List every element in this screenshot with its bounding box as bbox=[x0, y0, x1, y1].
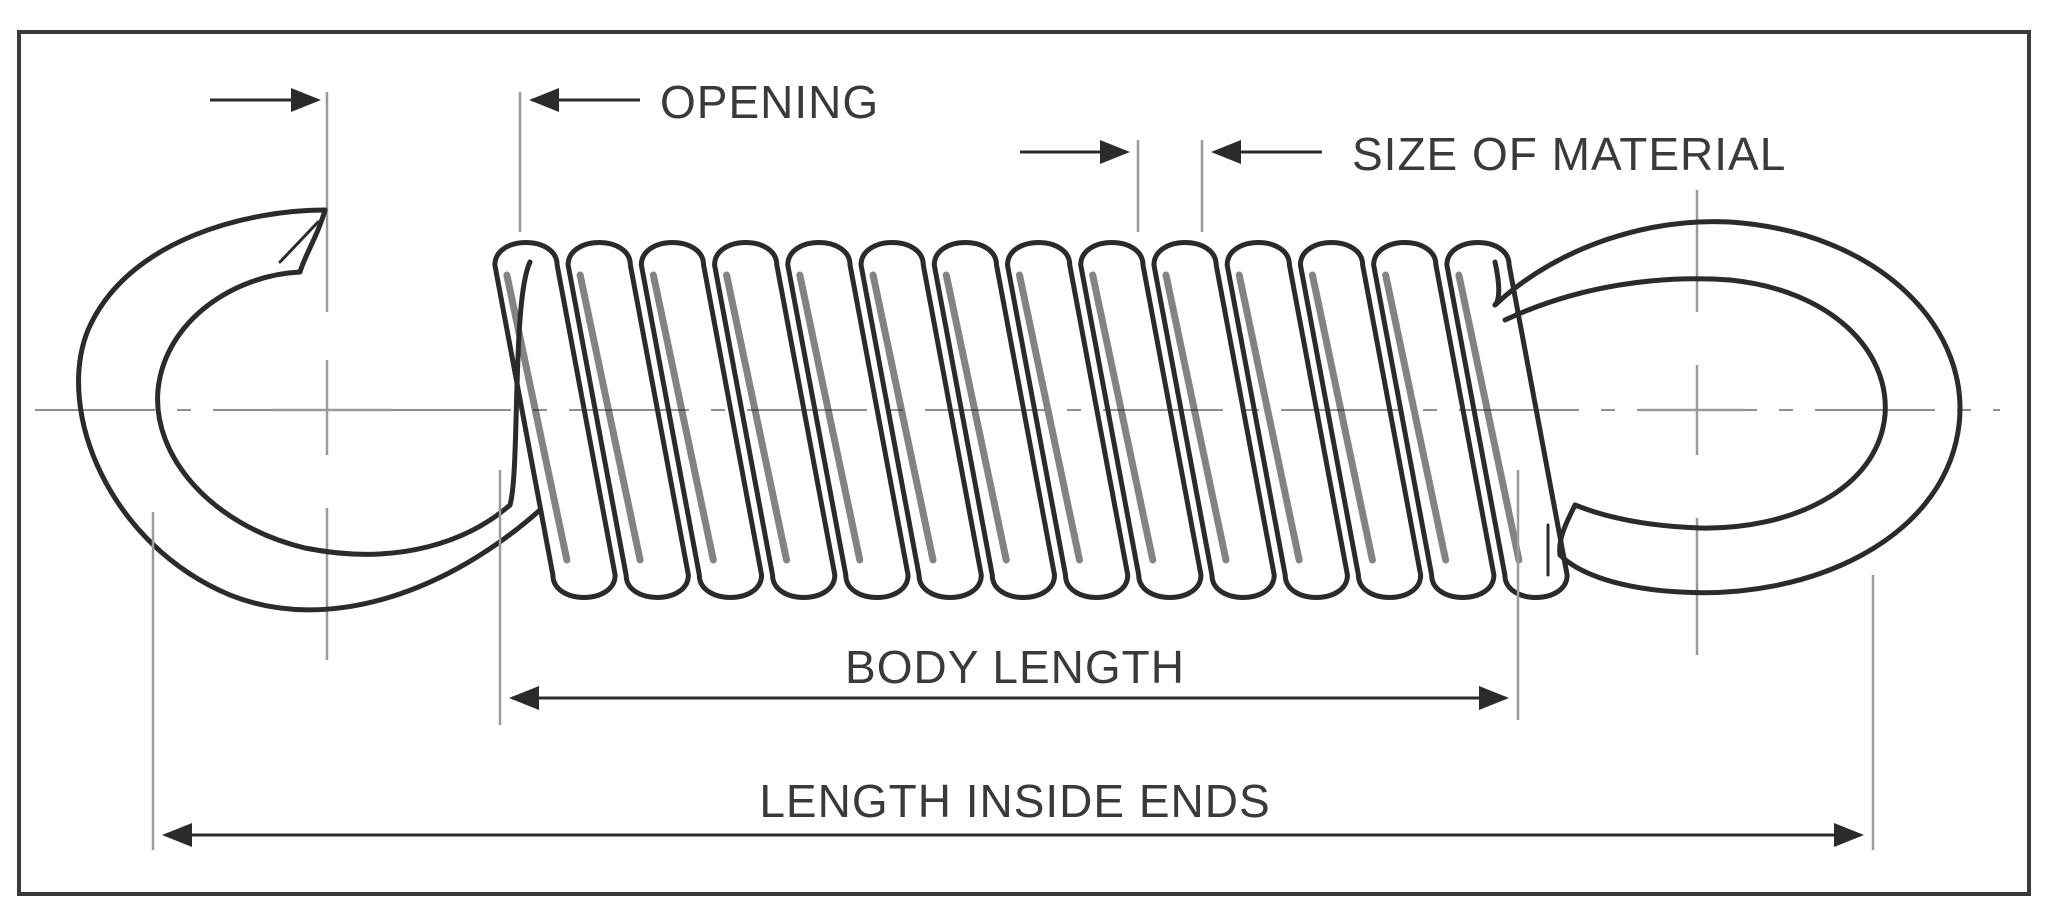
spring-coil bbox=[1297, 240, 1424, 600]
spring-coil bbox=[1004, 240, 1131, 600]
spring-coil bbox=[785, 240, 911, 600]
opening-dimension bbox=[210, 88, 640, 232]
spring-coil bbox=[1444, 240, 1570, 600]
spring-coil-shading bbox=[1162, 271, 1230, 564]
size-of-material-dimension bbox=[1020, 140, 1322, 232]
size-of-material-label: SIZE OF MATERIAL bbox=[1352, 128, 1786, 180]
spring-coil-shading bbox=[869, 271, 937, 564]
spring-coil-shading bbox=[1235, 271, 1303, 564]
drawing-frame bbox=[17, 30, 2031, 896]
opening-label: OPENING bbox=[660, 76, 879, 128]
spring-coil-shading bbox=[1015, 271, 1083, 564]
right-loop-transition bbox=[1492, 259, 1502, 308]
spring-coil bbox=[565, 240, 691, 600]
spring-coil-shading bbox=[796, 271, 864, 564]
spring-coil-shading bbox=[1455, 271, 1523, 564]
left-hook bbox=[76, 207, 543, 613]
left-hook-transition bbox=[507, 259, 533, 508]
spring-coil bbox=[931, 240, 1058, 600]
spring-coil bbox=[1078, 240, 1204, 600]
spring-coils bbox=[492, 240, 1570, 600]
spring-coil bbox=[858, 240, 984, 600]
spring-coil-shading bbox=[723, 271, 791, 564]
spring-coil bbox=[1151, 240, 1277, 600]
spring-coil bbox=[712, 240, 838, 600]
right-loop-center-mark bbox=[1640, 190, 1745, 655]
spring-coil-shading bbox=[503, 271, 571, 564]
spring-coil-shading bbox=[1089, 271, 1157, 564]
spring-coil-shading bbox=[1308, 271, 1376, 564]
left-hook-center-mark bbox=[272, 92, 392, 660]
spring-coil bbox=[638, 240, 765, 600]
body-length-label: BODY LENGTH bbox=[845, 641, 1185, 693]
spring-coil bbox=[1224, 240, 1350, 600]
spring-coil-shading bbox=[649, 271, 717, 564]
right-loop bbox=[1492, 219, 1963, 596]
length-inside-ends-label: LENGTH INSIDE ENDS bbox=[759, 775, 1270, 827]
spring-coil-shading bbox=[942, 271, 1010, 564]
spring-coil bbox=[1371, 240, 1497, 600]
spring-coil-shading bbox=[1382, 271, 1450, 564]
spring-coil-shading bbox=[576, 271, 644, 564]
spring-coil bbox=[492, 240, 618, 600]
